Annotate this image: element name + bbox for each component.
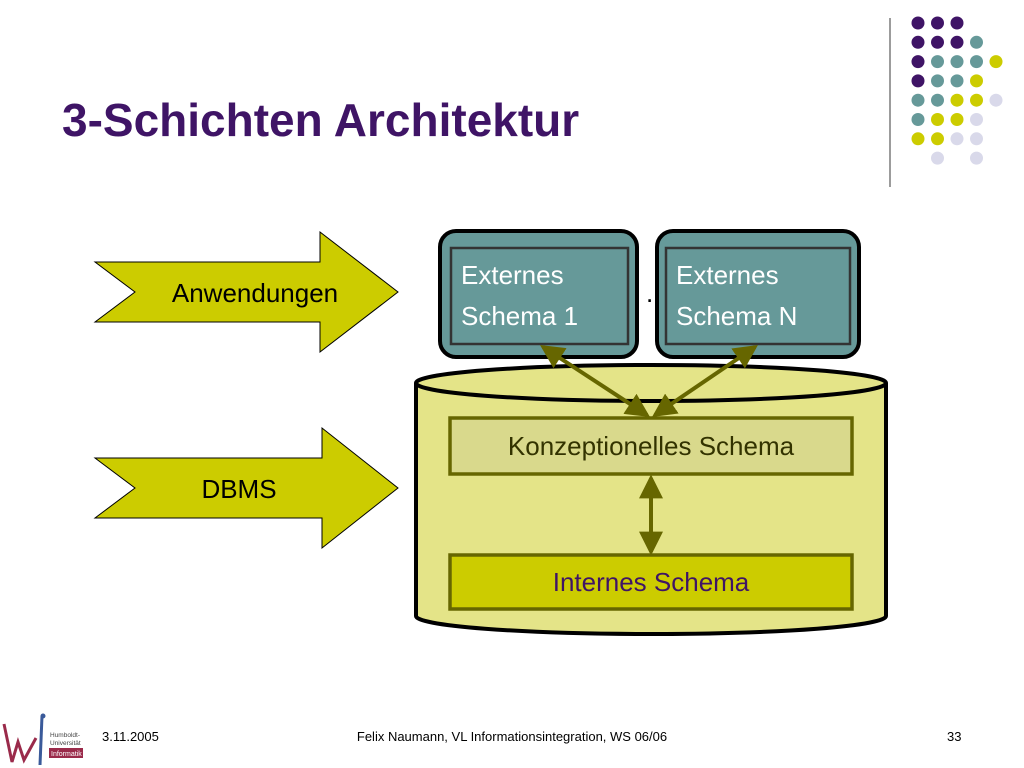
dbms-arrow: DBMS xyxy=(93,426,399,550)
anwendungen-label: Anwendungen xyxy=(172,278,338,308)
decorative-dot xyxy=(970,55,983,69)
page-number: 33 xyxy=(947,729,962,744)
internal-schema-box: Internes Schema xyxy=(448,553,854,611)
decorative-dot xyxy=(911,55,925,69)
decorative-dot xyxy=(931,55,944,69)
decorative-dot xyxy=(970,132,983,146)
external-schema-1: Externes Schema 1 xyxy=(438,229,639,359)
footer-date: 3.11.2005 xyxy=(102,729,159,744)
decorative-dot xyxy=(989,55,1003,69)
hu-informatik-logo: Humboldt- Universität Informatik xyxy=(2,713,83,766)
conceptual-schema-label: Konzeptionelles Schema xyxy=(508,431,795,461)
decorative-dot xyxy=(931,35,944,49)
external-schema-n-line2: Schema N xyxy=(676,301,797,331)
decorative-dot xyxy=(950,74,964,88)
dbms-label: DBMS xyxy=(201,474,276,504)
decorative-dot xyxy=(950,35,964,49)
external-schema-1-line1: Externes xyxy=(461,260,564,290)
decorative-dot xyxy=(950,132,964,146)
decorative-dot xyxy=(931,16,944,30)
decorative-dot xyxy=(970,93,983,107)
decorative-dot xyxy=(931,113,944,126)
logo-line-2: Universität xyxy=(50,740,81,747)
arrow-scheman-conceptual xyxy=(652,344,758,418)
decorative-dot xyxy=(931,132,944,146)
external-schema-n-line1: Externes xyxy=(676,260,779,290)
anwendungen-arrow: Anwendungen xyxy=(93,230,399,354)
decorative-dot xyxy=(950,93,964,107)
arrow-schema1-conceptual xyxy=(539,345,651,417)
decorative-dot xyxy=(931,74,944,88)
decorative-dot xyxy=(970,74,983,88)
decorative-dot xyxy=(931,93,944,107)
decorative-dot xyxy=(970,113,983,126)
decorative-dot xyxy=(911,35,925,49)
decorative-dot xyxy=(970,35,983,49)
decorative-dot xyxy=(911,132,925,146)
decorative-dot xyxy=(950,16,964,30)
conceptual-schema-box: Konzeptionelles Schema xyxy=(448,416,854,476)
decorative-dot-grid xyxy=(911,16,1003,165)
decorative-dot xyxy=(911,113,925,126)
logo-line-1: Humboldt- xyxy=(50,732,80,739)
internal-schema-label: Internes Schema xyxy=(553,567,750,597)
decorative-dot xyxy=(931,151,944,165)
logo-line-3: Informatik xyxy=(51,751,82,758)
external-schema-1-line2: Schema 1 xyxy=(461,301,578,331)
external-schema-n: Externes Schema N xyxy=(655,229,861,359)
decorative-dot xyxy=(950,55,964,69)
decorative-dot xyxy=(911,16,925,30)
decorative-dot xyxy=(970,151,983,165)
slide-title: 3-Schichten Architektur xyxy=(62,94,580,146)
decorative-dot xyxy=(989,93,1003,107)
decorative-dot xyxy=(911,74,925,88)
footer-author-course: Felix Naumann, VL Informationsintegratio… xyxy=(356,729,668,744)
decorative-dot xyxy=(950,113,964,126)
decorative-dot xyxy=(911,93,925,107)
